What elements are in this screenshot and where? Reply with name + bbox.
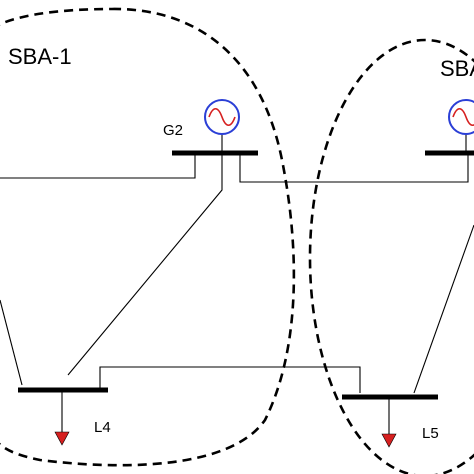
line-g3-l5	[413, 224, 474, 394]
line-left-g2	[0, 155, 196, 179]
load-l5	[381, 399, 397, 448]
line-g2-l4	[67, 155, 223, 376]
area-boundary-sba-2	[308, 38, 474, 474]
buses	[18, 150, 474, 400]
load-arrow-icon	[381, 433, 397, 448]
generator-g3	[448, 99, 474, 153]
area-label-sba-1: SBA-1	[8, 44, 72, 69]
load-l4	[54, 392, 70, 446]
area-label-sba-2: SBA	[440, 56, 474, 81]
load-label-l4: L4	[94, 419, 111, 436]
load-arrow-icon	[54, 431, 70, 446]
area-boundaries	[0, 7, 474, 474]
line-l4-l5	[99, 366, 361, 393]
generator-g2	[204, 99, 240, 153]
transmission-lines	[0, 155, 474, 394]
generator-label-g2: G2	[163, 122, 183, 139]
line-g2-g3	[239, 155, 469, 183]
load-label-l5: L5	[422, 425, 439, 442]
line-left-l4	[0, 299, 23, 386]
labels: SBA-1 SBA G2 L4 L5	[8, 44, 474, 442]
area-boundary-sba-1	[0, 7, 296, 467]
ac-generator-icon	[204, 99, 240, 135]
ac-generator-icon	[448, 99, 474, 135]
